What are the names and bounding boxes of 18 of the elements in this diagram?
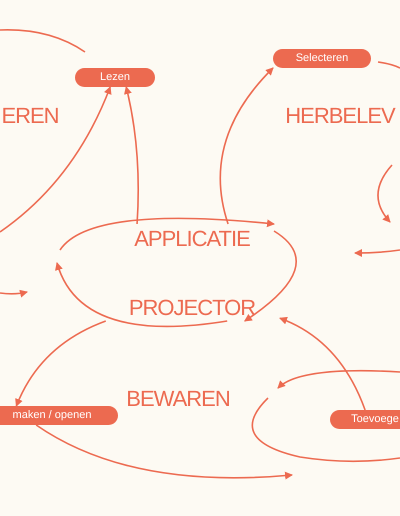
arrow (220, 67, 274, 224)
arrow (124, 86, 140, 224)
phase-heading: BEWAREN (116, 384, 240, 412)
step-pill: maken / openen (0, 406, 118, 425)
phase-heading: EREN (0, 100, 60, 130)
arrow (36, 424, 293, 480)
phase-heading: APPLICATIE (110, 224, 274, 252)
arrow (279, 317, 366, 410)
phase-heading: HERBELEV (280, 100, 400, 130)
arrow (15, 320, 106, 407)
step-pill: Selecteren (273, 49, 371, 68)
arrow (56, 262, 228, 328)
step-pill: Lezen (75, 68, 155, 87)
phase-heading: PROJECTOR (104, 293, 280, 321)
arrow (0, 86, 112, 233)
arrow (59, 218, 275, 251)
arrow (244, 230, 297, 322)
step-pill: Toevoege (330, 410, 400, 429)
